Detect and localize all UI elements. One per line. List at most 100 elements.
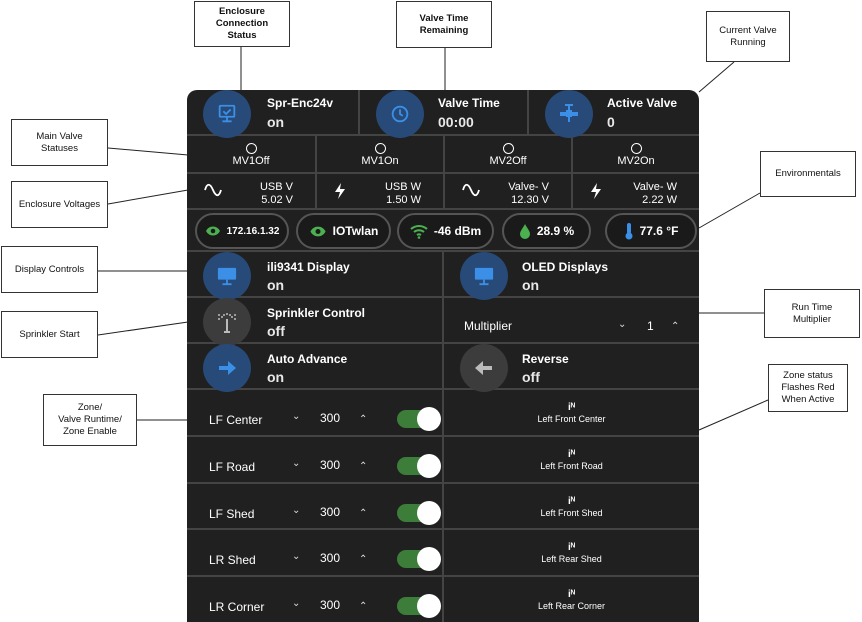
ip-address: 172.16.1.32 <box>226 225 280 237</box>
runtime-decrease-chevron-down-icon[interactable]: ⌄ <box>292 411 301 422</box>
zone-runtime-control: LF Center ⌄ 300 ⌃ <box>187 390 444 437</box>
runtime-decrease-chevron-down-icon[interactable]: ⌄ <box>292 458 301 469</box>
ili9341-display-toggle[interactable]: ili9341 Display on <box>187 252 444 300</box>
monitor-icon <box>460 252 508 300</box>
auto-advance-toggle[interactable]: Auto Advance on <box>187 344 444 392</box>
sprinkler-control-toggle[interactable]: Sprinkler Control off <box>187 298 444 346</box>
humidity: 28.9 % <box>536 224 575 238</box>
zone-status-label: Left Rear Shed <box>541 554 602 564</box>
enclosure-status-card[interactable]: Spr-Enc24v on <box>187 90 360 138</box>
zone-enable-toggle[interactable] <box>397 594 441 618</box>
mv2-on-button[interactable]: MV2On <box>573 136 699 174</box>
runtime-increase-chevron-up-icon[interactable]: ⌃ <box>359 508 368 519</box>
zone-runtime-control: LF Shed ⌄ 300 ⌃ <box>187 484 444 530</box>
multiplier-value[interactable]: 1 <box>647 319 654 333</box>
ssid-chip[interactable]: IOTwlan <box>296 213 391 249</box>
zone-enable-toggle[interactable] <box>397 454 441 478</box>
zone-status-icon: iᴺ <box>567 402 576 413</box>
runtime-decrease-chevron-down-icon[interactable]: ⌄ <box>292 551 301 562</box>
mv-label: MV1On <box>361 155 399 167</box>
voltage-name: Valve- V <box>508 181 549 193</box>
toggle-knob <box>417 594 441 618</box>
zone-runtime[interactable]: 300 <box>320 505 341 519</box>
sprinkler-icon <box>203 298 251 346</box>
multiplier-increase-chevron-up-icon[interactable]: ⌃ <box>671 321 680 332</box>
radio-circle-icon <box>374 143 386 154</box>
runtime-increase-chevron-up-icon[interactable]: ⌃ <box>359 414 368 425</box>
callout-zone-status: Zone status Flashes Red When Active <box>768 364 848 412</box>
eye-icon <box>205 226 220 236</box>
zone-enable-toggle[interactable] <box>397 407 441 431</box>
multiplier-label: Multiplier <box>464 319 513 333</box>
toggle-knob <box>417 547 441 571</box>
voltage-value: 2.22 W <box>642 194 677 206</box>
arrow-left-icon <box>460 344 508 392</box>
active-valve-value: 0 <box>607 114 615 130</box>
zone-runtime[interactable]: 300 <box>320 458 341 472</box>
runtime-increase-chevron-up-icon[interactable]: ⌃ <box>359 601 368 612</box>
ip-address-chip[interactable]: 172.16.1.32 <box>195 213 289 249</box>
zone-status-icon: iᴺ <box>567 542 576 553</box>
header-row: Spr-Enc24v on Valve Time 00:00 Active Va… <box>187 90 699 138</box>
mv-label: MV2On <box>617 155 655 167</box>
runtime-decrease-chevron-down-icon[interactable]: ⌄ <box>292 598 301 609</box>
thermometer-icon <box>625 223 633 240</box>
mv-label: MV2Off <box>489 155 527 167</box>
reverse-toggle[interactable]: Reverse off <box>444 344 699 392</box>
enclosure-name: Spr-Enc24v <box>267 96 334 110</box>
runtime-increase-chevron-up-icon[interactable]: ⌃ <box>359 554 368 565</box>
clock-icon <box>376 90 424 138</box>
mv1-on-button[interactable]: MV1On <box>317 136 445 174</box>
zone-status-icon: iᴺ <box>567 589 576 600</box>
voltage-name: Valve- W <box>633 181 677 193</box>
auto-advance-title: Auto Advance <box>267 352 348 366</box>
multiplier-decrease-chevron-down-icon[interactable]: ⌄ <box>618 319 627 330</box>
main-valve-row: MV1Off MV1On MV2Off MV2On <box>187 136 699 174</box>
mv2-off-button[interactable]: MV2Off <box>445 136 573 174</box>
valve-time-card[interactable]: Valve Time 00:00 <box>360 90 529 138</box>
zone-runtime[interactable]: 300 <box>320 551 341 565</box>
display-row: ili9341 Display on OLED Displays on <box>187 252 699 300</box>
zone-enable-toggle[interactable] <box>397 501 441 525</box>
mv1-off-button[interactable]: MV1Off <box>187 136 317 174</box>
oled-display-toggle[interactable]: OLED Displays on <box>444 252 699 300</box>
monitor-icon <box>203 252 251 300</box>
enclosure-state: on <box>267 114 285 130</box>
sprinkler-title: Sprinkler Control <box>267 306 366 320</box>
zone-enable-toggle[interactable] <box>397 547 441 571</box>
runtime-decrease-chevron-down-icon[interactable]: ⌄ <box>292 505 301 516</box>
zone-runtime-control: LF Road ⌄ 300 ⌃ <box>187 437 444 484</box>
signal-chip[interactable]: -46 dBm <box>397 213 494 249</box>
humidity-chip[interactable]: 28.9 % <box>502 213 591 249</box>
zone-runtime[interactable]: 300 <box>320 411 341 425</box>
sine-wave-icon <box>203 182 223 201</box>
toggle-knob <box>417 501 441 525</box>
temperature-chip[interactable]: 77.6 °F <box>605 213 697 249</box>
zone-name: LF Road <box>209 460 256 474</box>
radio-circle-icon <box>245 143 257 154</box>
voltage-name: USB V <box>259 181 293 193</box>
voltage-name: USB W <box>384 181 421 193</box>
runtime-increase-chevron-up-icon[interactable]: ⌃ <box>359 461 368 472</box>
active-valve-card[interactable]: Active Valve 0 <box>529 90 699 138</box>
environment-row: 172.16.1.32 IOTwlan -46 dBm 28.9 % 77.6 … <box>187 210 699 252</box>
zone-status-icon: iᴺ <box>567 496 576 507</box>
zone-runtime[interactable]: 300 <box>320 598 341 612</box>
callout-current-valve: Current Valve Running <box>706 11 790 62</box>
auto-advance-state: on <box>267 369 285 385</box>
zone-name: LR Shed <box>209 553 256 567</box>
advance-row: Auto Advance on Reverse off <box>187 344 699 392</box>
voltage-value: 5.02 V <box>261 194 293 206</box>
sprinkler-state: off <box>267 323 285 339</box>
